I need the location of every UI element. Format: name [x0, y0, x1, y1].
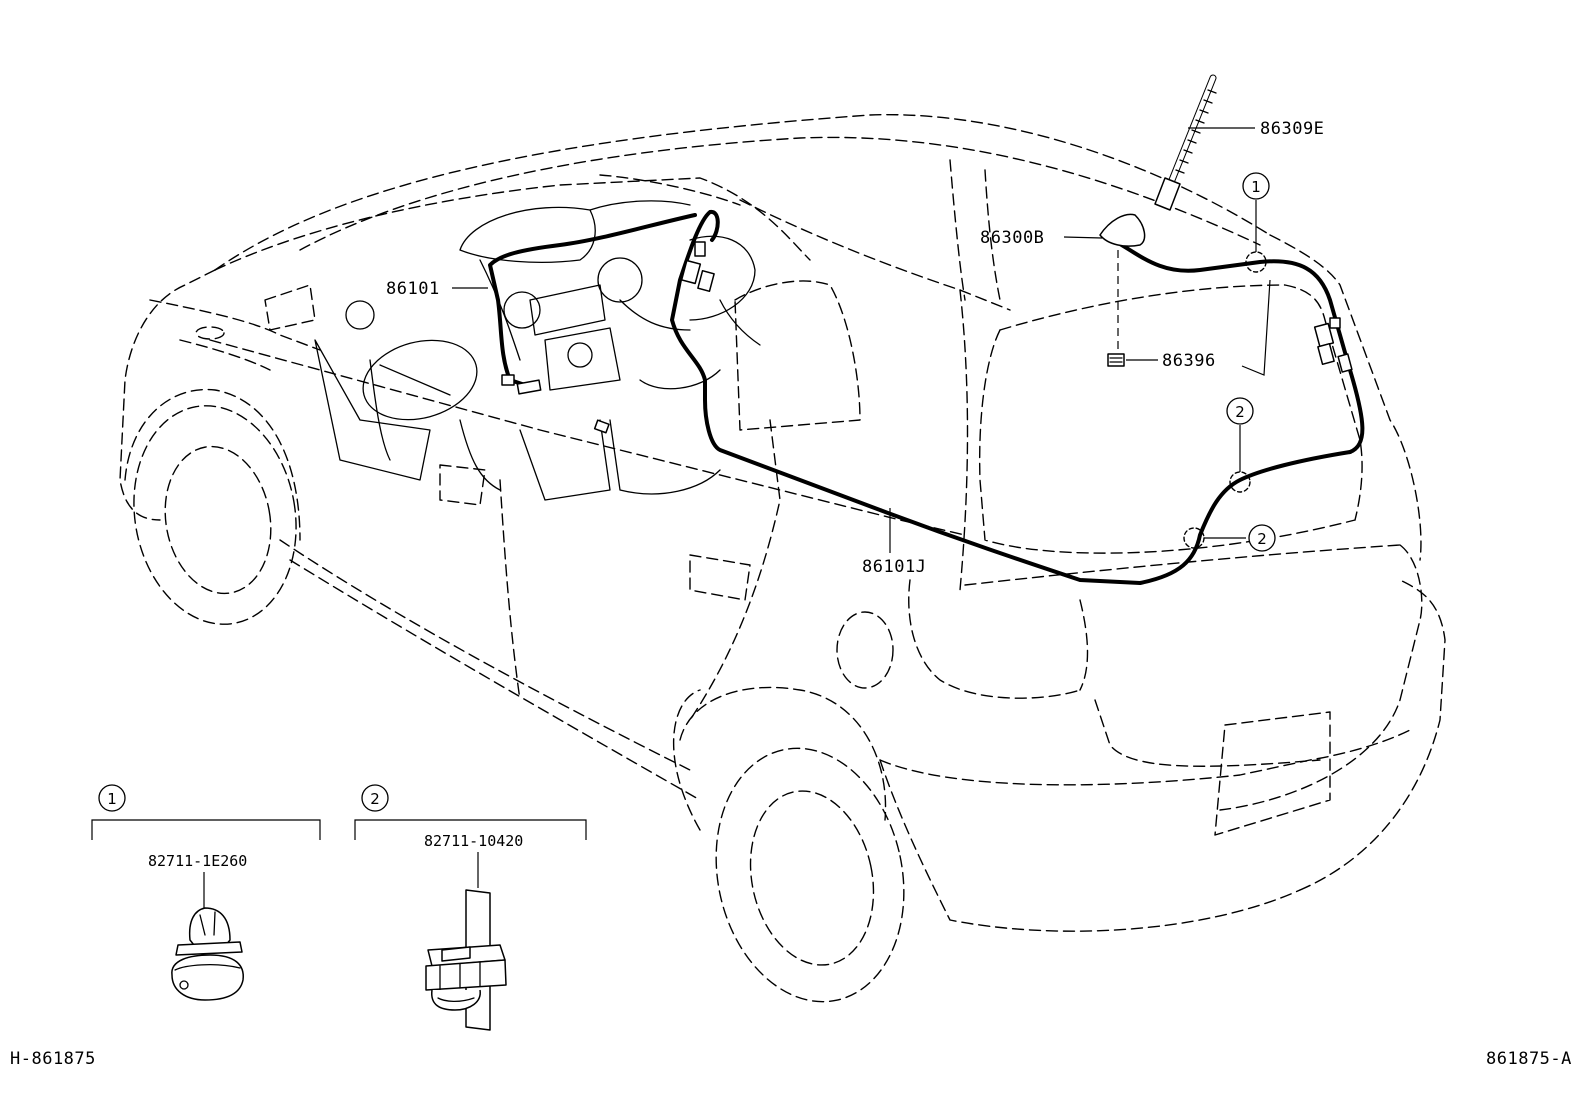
antenna-cord [488, 209, 1365, 585]
clamp-markers [1183, 251, 1267, 549]
callout-ref1-num: 1 [1251, 178, 1261, 196]
label-main-cord: 86101J [862, 557, 926, 577]
callout-ref2-lower: 2 [1248, 524, 1276, 552]
clip-1e260-icon [171, 907, 244, 1001]
footer-left-code: H-861875 [10, 1049, 96, 1069]
leader-lines [452, 127, 1271, 553]
front-connectors [501, 241, 715, 434]
dashboard-interior [314, 200, 761, 501]
callout-ref2-num-b: 2 [1257, 530, 1267, 548]
antenna-assembly [1099, 74, 1217, 367]
callout-ref2-num: 2 [1235, 403, 1245, 421]
clamp-10420-icon [425, 889, 507, 1031]
detail-2: 2 82711-10420 [354, 784, 587, 1031]
callout-ref1-top: 1 [1242, 172, 1270, 200]
callout-ref2-upper: 2 [1226, 397, 1254, 425]
detail-2-part-no: 82711-10420 [424, 832, 523, 850]
car-body-outline [119, 113, 1446, 1003]
detail-1-ref: 1 [107, 790, 117, 808]
detail-1: 1 82711-1E260 [91, 784, 321, 1001]
label-antenna-rod: 86309E [1260, 119, 1324, 139]
rear-connectors [1313, 317, 1353, 373]
label-antenna-clip: 86396 [1162, 351, 1216, 371]
label-antenna-base: 86300B [980, 228, 1044, 248]
detail-2-ref: 2 [370, 790, 380, 808]
label-front-cord: 86101 [386, 279, 440, 299]
detail-1-part-no: 82711-1E260 [148, 852, 247, 870]
footer-right-code: 861875-A [1486, 1049, 1572, 1069]
